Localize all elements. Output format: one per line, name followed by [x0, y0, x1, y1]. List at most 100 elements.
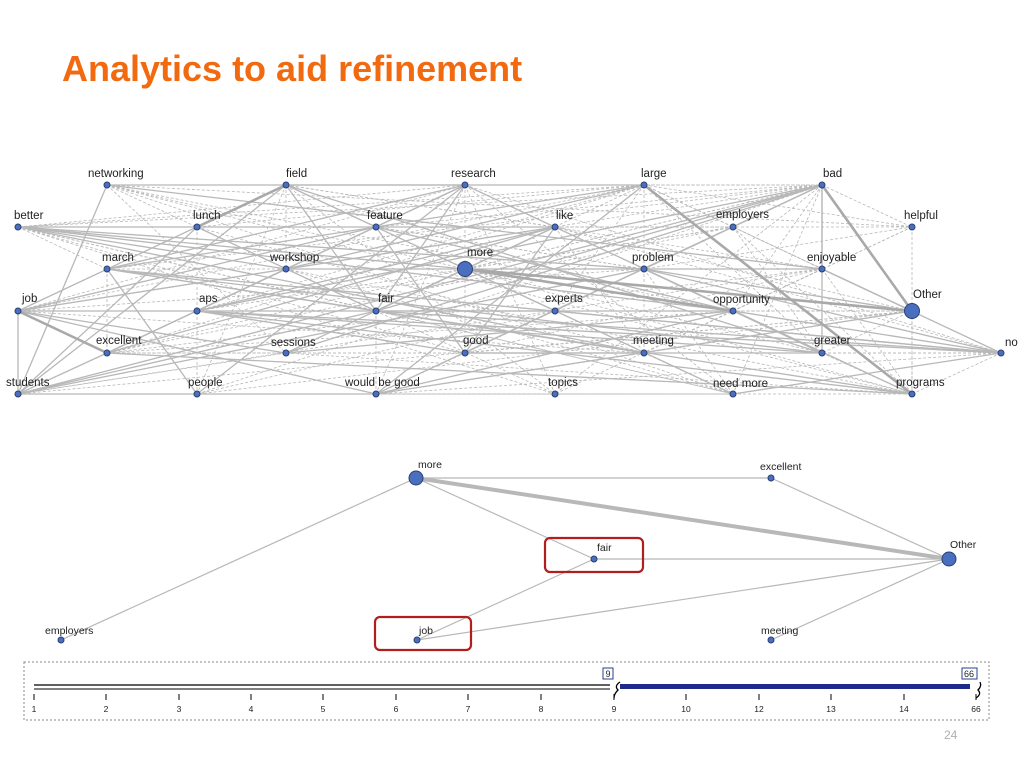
full-network-edge: [17, 352, 287, 395]
node-dot: [818, 181, 826, 189]
network-node-need-more: need more: [713, 378, 768, 398]
node-dot: [413, 636, 421, 644]
node-label: excellent: [760, 461, 802, 473]
full-network-edge: [196, 310, 466, 354]
full-network-edge: [285, 184, 377, 228]
highlight-box-job: [373, 615, 473, 652]
full-network-edge: [285, 352, 913, 395]
filtered-node-fair: fair: [590, 542, 612, 563]
full-network-edge-strong: [464, 267, 913, 313]
network-node-field: field: [282, 168, 307, 189]
network-node-bad: bad: [818, 168, 842, 189]
node-label: programs: [896, 377, 945, 389]
node-dot: [14, 390, 22, 398]
full-network-edge-strong: [196, 183, 287, 229]
node-label: meeting: [633, 335, 674, 347]
network-node-helpful: helpful: [904, 210, 938, 231]
node-label: opportunity: [713, 294, 770, 306]
node-label: Other: [913, 289, 942, 301]
full-network-edge: [17, 226, 108, 270]
network-node-like: like: [551, 210, 573, 231]
filtered-node-job: job: [413, 625, 433, 644]
full-network-edge: [106, 310, 734, 354]
slider-max-handle[interactable]: [975, 681, 982, 699]
node-label: bad: [823, 168, 842, 180]
full-network-edge: [464, 226, 556, 354]
filtered-node-excellent: excellent: [760, 461, 802, 482]
network-node-large: large: [640, 168, 667, 189]
node-label: like: [556, 210, 573, 222]
full-network-edge: [17, 310, 645, 354]
full-network-edge: [375, 268, 466, 312]
full-network-edge: [196, 310, 556, 395]
node-dot: [767, 636, 775, 644]
node-label: people: [188, 377, 223, 389]
network-node-workshop: workshop: [269, 252, 319, 273]
network-node-networking: networking: [88, 168, 144, 189]
highlight-box-fair: [543, 536, 645, 574]
slider-tick-label: 6: [394, 704, 399, 714]
slider-tick-label: 13: [826, 704, 836, 714]
node-dot: [14, 223, 22, 231]
full-network-edge: [17, 226, 198, 312]
node-label: lunch: [193, 210, 221, 222]
node-label: fair: [597, 542, 612, 554]
slider-tick-label: 12: [754, 704, 764, 714]
node-dot: [372, 307, 380, 315]
node-dot: [461, 349, 469, 357]
full-network-edge: [196, 226, 377, 312]
node-dot: [818, 265, 826, 273]
slider-selected-range[interactable]: [620, 684, 970, 689]
full-network-edge-strong: [643, 183, 913, 396]
full-network-edge: [643, 226, 913, 270]
network-node-problem: problem: [632, 252, 674, 273]
node-label: meeting: [761, 625, 799, 637]
node-dot: [997, 349, 1005, 357]
node-label: Other: [950, 539, 977, 551]
full-network-edge: [821, 184, 913, 228]
full-network-edges: [17, 183, 1002, 396]
node-label: greater: [814, 335, 851, 347]
filtered-node-meeting: meeting: [761, 625, 799, 644]
node-label: field: [286, 168, 307, 180]
node-dot: [551, 390, 559, 398]
network-node-aps: aps: [193, 293, 218, 315]
slider-min-value-box: [602, 667, 614, 680]
node-label: excellent: [96, 335, 142, 347]
node-label: more: [418, 459, 442, 471]
node-label: students: [6, 377, 50, 389]
network-node-research: research: [451, 168, 496, 189]
network-node-more: more: [457, 247, 493, 277]
network-node-lunch: lunch: [193, 210, 221, 231]
node-dot: [57, 636, 65, 644]
full-network-edge: [196, 310, 1002, 354]
full-network-edge: [464, 184, 556, 395]
node-label: more: [467, 247, 493, 259]
node-dot: [904, 303, 920, 319]
node-label: no: [1005, 337, 1018, 349]
node-dot: [408, 470, 424, 486]
full-network-edge: [464, 184, 734, 395]
node-dot: [729, 223, 737, 231]
node-dot: [551, 223, 559, 231]
node-dot: [908, 223, 916, 231]
node-label: research: [451, 168, 496, 180]
filtered-network-edges: [60, 476, 950, 641]
page-number: 24: [944, 728, 958, 742]
network-node-employers: employers: [716, 209, 769, 231]
slider-tick-label: 7: [466, 704, 471, 714]
network-node-enjoyable: enjoyable: [807, 252, 856, 273]
network-node-Other: Other: [904, 289, 942, 319]
full-network-edge: [17, 184, 823, 228]
full-network-edge: [554, 226, 913, 312]
highlight-boxes: [373, 536, 645, 652]
node-dot: [590, 555, 598, 563]
full-network-edge: [821, 310, 913, 354]
slider-min-handle[interactable]: [613, 681, 621, 699]
slider-tick-label: 8: [539, 704, 544, 714]
node-dot: [282, 181, 290, 189]
